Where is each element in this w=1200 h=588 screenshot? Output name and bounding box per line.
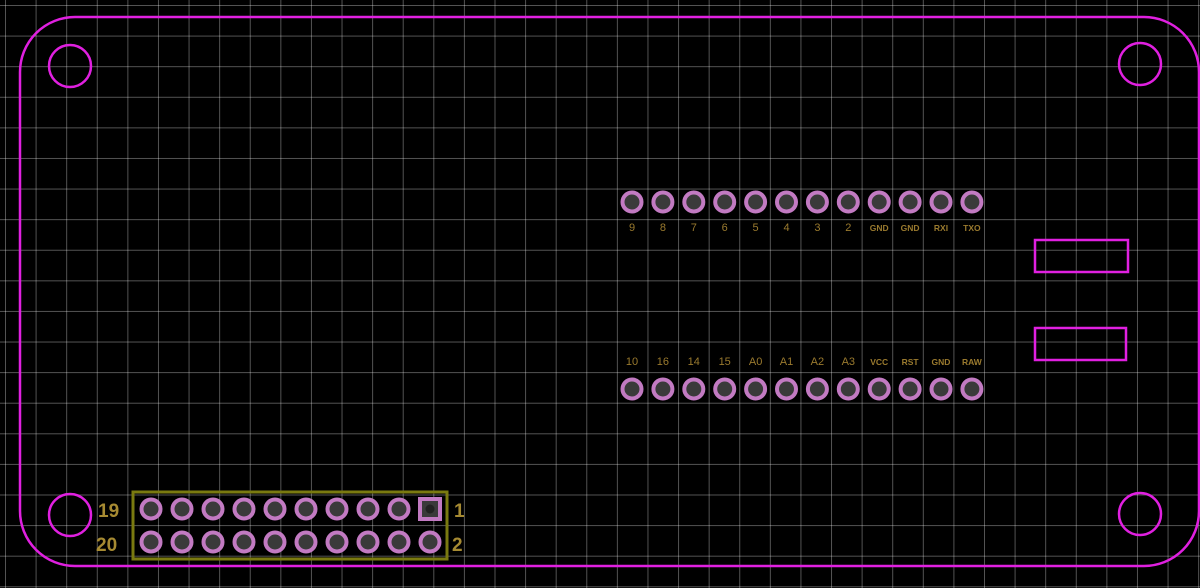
- header-pads: [139, 497, 442, 554]
- top-pad-8[interactable]: [651, 190, 675, 214]
- bottom-label-vcc: VCC: [870, 357, 888, 367]
- top-pad-9[interactable]: [620, 190, 644, 214]
- top-pad-2[interactable]: [836, 190, 860, 214]
- header-pad-bottom-8[interactable]: [356, 530, 380, 554]
- header-pad-top-7[interactable]: [325, 497, 349, 521]
- header-pad-bottom-5[interactable]: [263, 530, 287, 554]
- bottom-pad-16[interactable]: [651, 377, 675, 401]
- bottom-label-16: 16: [657, 356, 669, 368]
- header-pad-bottom-3[interactable]: [201, 530, 225, 554]
- bottom-pad-labels: 10 16 14 15 A0 A1 A2 A3 VCC RST GND RAW: [626, 356, 983, 368]
- top-pad-gnd[interactable]: [867, 190, 891, 214]
- board-outline[interactable]: [18, 15, 1200, 568]
- top-label-gnd: GND: [870, 223, 889, 233]
- top-pad-labels: 9 8 7 6 5 4 3 2 GND GND RXI TXO: [629, 222, 981, 234]
- bottom-pad-a3[interactable]: [836, 377, 860, 401]
- header-label-19: 19: [98, 501, 119, 522]
- header-pad-top-9[interactable]: [387, 497, 411, 521]
- header-pad-bottom-10[interactable]: [418, 530, 442, 554]
- bottom-label-rst: RST: [902, 357, 920, 367]
- bottom-pad-a1[interactable]: [775, 377, 798, 401]
- header-label-2: 2: [452, 535, 463, 556]
- header-pad-bottom-7[interactable]: [325, 530, 349, 554]
- header-pad-bottom-4[interactable]: [232, 530, 256, 554]
- header-pad-bottom-2[interactable]: [170, 530, 194, 554]
- top-label-7: 7: [691, 222, 697, 234]
- top-label-rxi: RXI: [934, 223, 948, 233]
- bottom-pad-raw[interactable]: [960, 377, 984, 401]
- top-label-8: 8: [660, 222, 666, 234]
- header-pad-top-2[interactable]: [170, 497, 194, 521]
- top-label-6: 6: [722, 222, 728, 234]
- header-pad-top-5[interactable]: [263, 497, 287, 521]
- bottom-label-10: 10: [626, 356, 638, 368]
- bottom-label-a1: A1: [780, 356, 793, 368]
- bottom-pad-rst[interactable]: [898, 377, 922, 401]
- header-pad-top-6[interactable]: [294, 497, 318, 521]
- header-pad-bottom-1[interactable]: [139, 530, 163, 554]
- top-pad-7[interactable]: [682, 190, 706, 214]
- top-label-2: 2: [845, 222, 851, 234]
- bottom-pad-a2[interactable]: [805, 377, 829, 401]
- bottom-pad-15[interactable]: [713, 377, 737, 401]
- bottom-label-gnd: GND: [932, 357, 951, 367]
- top-pad-row: [620, 190, 984, 214]
- bottom-pad-gnd[interactable]: [929, 377, 953, 401]
- top-label-9: 9: [629, 222, 635, 234]
- header-label-1: 1: [454, 501, 465, 522]
- top-pad-5[interactable]: [744, 190, 768, 214]
- top-label-5: 5: [753, 222, 759, 234]
- footprint-rect-lower[interactable]: [1033, 326, 1128, 362]
- bottom-label-a0: A0: [749, 356, 762, 368]
- top-pad-6[interactable]: [713, 190, 737, 214]
- mounting-hole-bottom-left[interactable]: [47, 492, 93, 538]
- header-pad-top-4[interactable]: [232, 497, 256, 521]
- top-pad-gnd[interactable]: [898, 190, 922, 214]
- mounting-hole-top-left[interactable]: [47, 43, 93, 89]
- bottom-label-a2: A2: [811, 356, 824, 368]
- header-pad-top-3[interactable]: [201, 497, 225, 521]
- header-pad-top-1[interactable]: [139, 497, 163, 521]
- mounting-hole-bottom-right[interactable]: [1117, 491, 1163, 537]
- pin-header-outline[interactable]: [131, 490, 449, 561]
- bottom-label-a3: A3: [842, 356, 855, 368]
- top-label-3: 3: [814, 222, 820, 234]
- top-label-gnd: GND: [901, 223, 920, 233]
- bottom-label-raw: RAW: [962, 357, 983, 367]
- mounting-hole-top-right[interactable]: [1117, 41, 1163, 87]
- header-pad-top-8[interactable]: [356, 497, 380, 521]
- header-label-20: 20: [96, 535, 117, 556]
- bottom-label-14: 14: [688, 356, 700, 368]
- bottom-pad-10[interactable]: [620, 377, 644, 401]
- header-pad-top-10-hole: [425, 504, 435, 514]
- top-pad-4[interactable]: [775, 190, 798, 214]
- header-pad-bottom-9[interactable]: [387, 530, 411, 554]
- top-label-4: 4: [783, 222, 789, 234]
- top-pad-3[interactable]: [805, 190, 829, 214]
- bottom-label-15: 15: [719, 356, 731, 368]
- header-pad-bottom-6[interactable]: [294, 530, 318, 554]
- bottom-pad-a0[interactable]: [744, 377, 768, 401]
- top-pad-txo[interactable]: [960, 190, 984, 214]
- top-label-txo: TXO: [963, 223, 981, 233]
- bottom-pad-14[interactable]: [682, 377, 706, 401]
- top-pad-rxi[interactable]: [929, 190, 953, 214]
- footprint-rect-upper[interactable]: [1033, 238, 1130, 274]
- bottom-pad-vcc[interactable]: [867, 377, 891, 401]
- bottom-pad-row: [620, 377, 984, 401]
